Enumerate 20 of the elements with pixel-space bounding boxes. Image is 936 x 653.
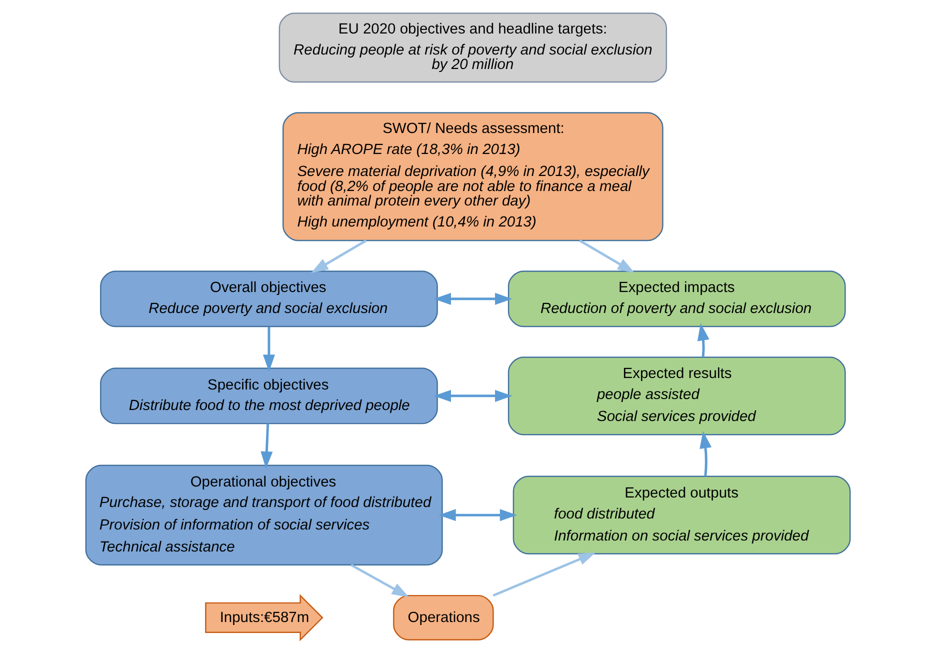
node-box: Overall objectives Reduce poverty and social exclusion	[100, 270, 438, 328]
arrow	[492, 552, 596, 597]
arrow	[700, 431, 712, 476]
node-box: Expected results people assisted Social services provided	[508, 356, 846, 436]
arrow	[434, 390, 512, 402]
arrow	[262, 326, 275, 372]
arrow	[434, 292, 512, 305]
arrow	[260, 424, 273, 469]
node-box: SWOT/ Needs assessment: High AROPE rate (18,3% in 2013) Severe material deprivation (4,9% in 2013), especially food (8,2% of people are not able to finance a meal with animal protein every other day) High unemployment (10,4% in 2013)	[282, 112, 664, 242]
node-box: Expected outputs food distributed Information on social services provided	[512, 476, 851, 554]
node-box: Operations	[393, 594, 494, 640]
arrow	[579, 239, 635, 273]
node-box: EU 2020 objectives and headline targets: Reducing people at risk of poverty and social exclusion by 20 million	[278, 12, 668, 83]
arrow	[311, 239, 367, 273]
arrow	[697, 323, 710, 358]
node-box: Operational objectives Purchase, storage and transport of food distributed Provision of information of social services Technical assistance	[85, 464, 443, 566]
node-box: Specific objectives Distribute food to the most deprived people	[100, 368, 438, 424]
arrow	[350, 564, 410, 598]
node-box: Expected impacts Reduction of poverty and social exclusion	[508, 270, 846, 328]
arrow	[438, 509, 518, 522]
